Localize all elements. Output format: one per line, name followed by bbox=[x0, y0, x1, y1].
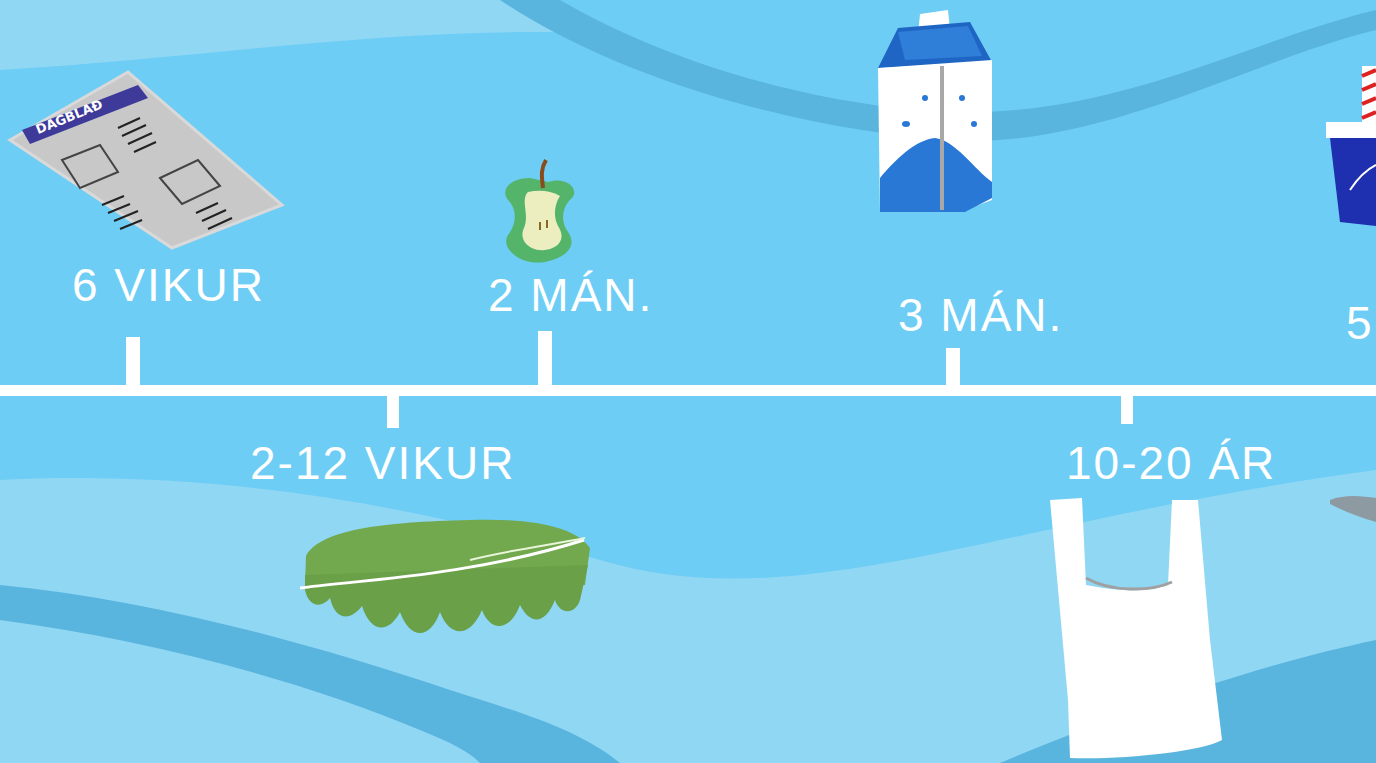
plastic-bag bbox=[1050, 498, 1222, 758]
egg-carton-crease bbox=[470, 538, 585, 560]
bag-handle-shadow bbox=[1086, 578, 1172, 589]
newspaper-text-lines bbox=[102, 118, 232, 229]
time-label: 10-20 ÁR bbox=[1066, 440, 1276, 486]
egg-carton-cups bbox=[305, 565, 588, 633]
apple-seed bbox=[539, 222, 541, 230]
newspaper-photo bbox=[62, 145, 118, 188]
carton-dot bbox=[959, 95, 965, 101]
newspaper bbox=[10, 72, 282, 248]
tick-mark bbox=[1121, 394, 1133, 424]
cup-swoosh bbox=[1350, 165, 1376, 190]
tick-mark bbox=[538, 331, 552, 387]
tick-mark bbox=[387, 394, 399, 428]
carton-dot bbox=[971, 121, 977, 127]
metal-object bbox=[1330, 496, 1376, 522]
time-label: 3 MÁN. bbox=[898, 292, 1063, 338]
carton-mountain bbox=[880, 138, 992, 212]
carton-dot bbox=[922, 95, 928, 101]
straw-stripes bbox=[1362, 70, 1376, 118]
wave-light bbox=[0, 620, 480, 763]
timeline-axis bbox=[0, 385, 1376, 396]
wave-light bbox=[0, 470, 1376, 763]
tick-mark bbox=[946, 348, 960, 387]
apple-flesh bbox=[522, 191, 561, 250]
cup-lid bbox=[1326, 122, 1376, 138]
apple-core bbox=[505, 178, 574, 263]
time-label: 6 VIKUR bbox=[72, 262, 265, 308]
carton-edge bbox=[940, 66, 944, 210]
newspaper-banner bbox=[22, 85, 148, 144]
newspaper-masthead: DAGBLAÐ bbox=[34, 98, 104, 137]
tick-mark bbox=[126, 337, 140, 387]
carton-top bbox=[898, 26, 982, 60]
egg-carton-edge bbox=[300, 540, 584, 588]
time-label: 5 bbox=[1346, 300, 1374, 346]
time-label: 2 MÁN. bbox=[488, 272, 653, 318]
cup-body bbox=[1330, 138, 1376, 226]
carton-top bbox=[878, 22, 992, 68]
time-label: 2-12 VIKUR bbox=[250, 440, 515, 486]
apple-stem bbox=[542, 160, 546, 188]
straw bbox=[1362, 66, 1376, 126]
carton-body bbox=[878, 60, 992, 212]
newspaper-photo bbox=[160, 160, 220, 204]
carton-dot bbox=[902, 121, 910, 127]
apple-seed bbox=[546, 220, 548, 228]
